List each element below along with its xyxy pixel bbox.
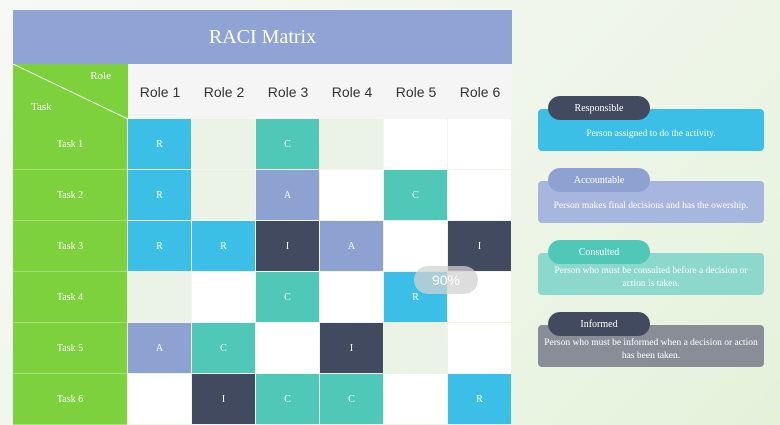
- cell-task3-role5: [384, 221, 447, 271]
- corner-task-label: Task: [31, 101, 52, 113]
- role-header-1: Role 1: [128, 64, 192, 119]
- cell-task4-role3: C: [256, 272, 319, 322]
- cell-task6-role3: C: [256, 374, 319, 424]
- role-header-6: Role 6: [448, 64, 512, 119]
- legend-tag: Responsible: [548, 96, 650, 120]
- cell-task1-role2: [192, 119, 255, 169]
- cell-task2-role5: C: [384, 170, 447, 220]
- legend-item-informed: Person who must be informed when a decis…: [538, 312, 764, 368]
- cell-task2-role2: [192, 170, 255, 220]
- cell-task5-role5: [384, 323, 447, 373]
- zoom-indicator[interactable]: 90%: [414, 266, 478, 294]
- task-header-5: Task 5: [13, 323, 127, 374]
- cell-task6-role6: R: [448, 374, 511, 424]
- cell-task1-role6: [448, 119, 511, 169]
- cell-task1-role5: [384, 119, 447, 169]
- role-header-2: Role 2: [192, 64, 256, 119]
- corner-diagonal-line: [13, 64, 128, 119]
- legend-item-consulted: Person who must be consulted before a de…: [538, 240, 764, 296]
- cell-task3-role2: R: [192, 221, 255, 271]
- corner-header: Role Task: [13, 64, 128, 119]
- role-header-4: Role 4: [320, 64, 384, 119]
- cell-task4-role1: [128, 272, 191, 322]
- cell-task3-role1: R: [128, 221, 191, 271]
- cell-task6-role5: [384, 374, 447, 424]
- legend-tag: Consulted: [548, 240, 650, 264]
- task-header-4: Task 4: [13, 272, 127, 323]
- task-header-2: Task 2: [13, 170, 127, 221]
- cell-task4-role4: [320, 272, 383, 322]
- legend-item-accountable: Person makes final decisions and has the…: [538, 168, 764, 224]
- task-header-1: Task 1: [13, 119, 127, 170]
- cell-task3-role6: I: [448, 221, 511, 271]
- legend-item-responsible: Person assigned to do the activity.Respo…: [538, 96, 764, 152]
- cell-task5-role4: I: [320, 323, 383, 373]
- cell-task2-role1: R: [128, 170, 191, 220]
- cell-task5-role3: [256, 323, 319, 373]
- legend-tag: Informed: [548, 312, 650, 336]
- cell-task2-role3: A: [256, 170, 319, 220]
- cell-task3-role4: A: [320, 221, 383, 271]
- cell-task1-role1: R: [128, 119, 191, 169]
- cell-task5-role6: [448, 323, 511, 373]
- cell-task6-role1: [128, 374, 191, 424]
- cell-task1-role4: [320, 119, 383, 169]
- cell-task4-role2: [192, 272, 255, 322]
- cell-task6-role4: C: [320, 374, 383, 424]
- legend-tag: Accountable: [548, 168, 650, 192]
- matrix-title: RACI Matrix: [13, 10, 512, 64]
- task-header-3: Task 3: [13, 221, 127, 272]
- role-header-5: Role 5: [384, 64, 448, 119]
- role-header-3: Role 3: [256, 64, 320, 119]
- cell-task2-role4: [320, 170, 383, 220]
- cell-task5-role2: C: [192, 323, 255, 373]
- corner-role-label: Role: [90, 70, 111, 82]
- cell-task1-role3: C: [256, 119, 319, 169]
- task-header-6: Task 6: [13, 374, 127, 425]
- cell-task3-role3: I: [256, 221, 319, 271]
- cell-task2-role6: [448, 170, 511, 220]
- cell-task5-role1: A: [128, 323, 191, 373]
- cell-task6-role2: I: [192, 374, 255, 424]
